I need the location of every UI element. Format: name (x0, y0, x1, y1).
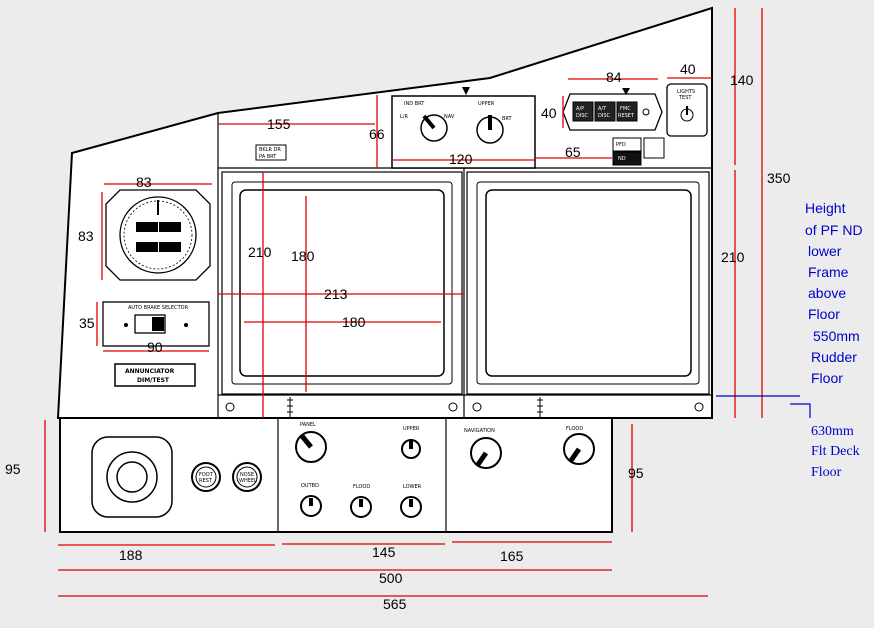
dim-95-right: 95 (628, 465, 644, 481)
lights-test-switch: LIGHTS TEST (666, 83, 708, 137)
dim-120: 120 (449, 151, 473, 167)
foot-rest-button[interactable]: FOOT REST (191, 462, 221, 492)
svg-text:630mm: 630mm (811, 424, 854, 439)
svg-text:Floor: Floor (811, 465, 842, 480)
dim-35: 35 (79, 315, 95, 331)
dim-350: 350 (767, 170, 791, 186)
svg-text:NAVIGATION: NAVIGATION (464, 428, 495, 434)
dim-188: 188 (119, 547, 143, 563)
svg-text:IND BRT: IND BRT (404, 101, 425, 107)
right-display (466, 171, 710, 395)
svg-text:TEST: TEST (678, 95, 692, 101)
dim-40-top: 40 (680, 61, 696, 77)
svg-text:L/R: L/R (400, 114, 408, 120)
svg-text:Flt Deck: Flt Deck (811, 444, 860, 459)
svg-text:AUTO BRAKE SELECTOR: AUTO BRAKE SELECTOR (128, 305, 189, 311)
svg-text:above: above (808, 285, 846, 301)
navigation-knob[interactable]: NAVIGATION (464, 428, 502, 469)
dim-83-w: 83 (136, 174, 152, 190)
svg-text:DISC: DISC (576, 113, 588, 119)
autopilot-button-strip: A/P DISC A/T DISC FMC RESET (562, 88, 663, 131)
svg-text:DIM/TEST: DIM/TEST (137, 377, 170, 384)
svg-text:NOSE: NOSE (240, 472, 254, 478)
dim-165: 165 (500, 548, 524, 564)
svg-text:ANNUNCIATOR: ANNUNCIATOR (125, 368, 175, 375)
rudder-floor-note: 550mm Rudder Floor (811, 328, 860, 386)
ap-disc-button[interactable]: A/P DISC (572, 101, 594, 122)
svg-text:LOWER: LOWER (403, 484, 422, 490)
svg-text:RESET: RESET (618, 113, 635, 119)
dim-140: 140 (730, 72, 754, 88)
lighting-knob-panel: IND BRT UPPER L/R NAV BRT (391, 87, 536, 169)
nose-wheel-button[interactable]: NOSE WHEEL (232, 462, 262, 492)
upper-lighting-knob[interactable]: UPPER (401, 426, 421, 459)
svg-text:REST: REST (199, 478, 213, 484)
panel-lighting-knob[interactable]: PANEL (295, 422, 327, 463)
svg-text:PANEL: PANEL (300, 422, 316, 428)
svg-text:UPPER: UPPER (403, 426, 420, 432)
dim-180-h: 180 (342, 314, 366, 330)
dim-66: 66 (369, 126, 385, 142)
standby-clock-instrument (105, 189, 211, 281)
left-display (221, 171, 463, 395)
dim-84: 84 (606, 69, 622, 85)
pfd-nd-switches: PFD ND (612, 137, 665, 166)
at-disc-button[interactable]: A/T DISC (594, 101, 616, 122)
svg-text:A/T: A/T (598, 106, 607, 112)
svg-text:of PF ND: of PF ND (805, 222, 863, 238)
svg-text:ND: ND (618, 156, 626, 162)
svg-text:Height: Height (805, 200, 846, 216)
dim-145: 145 (372, 544, 396, 560)
dim-83-h: 83 (78, 228, 94, 244)
flood-right-knob[interactable]: FLOOD (563, 426, 595, 465)
dim-565: 565 (383, 596, 407, 612)
svg-text:DISC: DISC (598, 113, 610, 119)
auto-brake-selector: AUTO BRAKE SELECTOR (102, 301, 210, 347)
svg-text:PA BRT: PA BRT (259, 154, 277, 160)
svg-text:OUTBD: OUTBD (301, 483, 319, 489)
svg-text:FLOOD: FLOOD (353, 484, 370, 490)
flight-deck-floor-note: 630mm Flt Deck Floor (811, 424, 860, 480)
dim-95-left: 95 (5, 461, 21, 477)
lower-lighting-knob[interactable]: LOWER (400, 484, 422, 518)
dim-180-v: 180 (291, 248, 315, 264)
svg-text:LIGHTS: LIGHTS (677, 89, 695, 95)
dim-155: 155 (267, 116, 291, 132)
dim-90: 90 (147, 339, 163, 355)
dim-40-left: 40 (541, 105, 557, 121)
svg-text:WHEEL: WHEEL (239, 478, 257, 484)
svg-text:UPPER: UPPER (478, 101, 495, 107)
svg-text:FMC: FMC (620, 106, 631, 112)
dim-210-right: 210 (721, 249, 745, 265)
svg-text:Floor: Floor (808, 306, 840, 322)
annunciator-dim-test[interactable]: ANNUNCIATOR DIM/TEST (114, 363, 196, 387)
svg-text:BKLR DR: BKLR DR (259, 147, 281, 153)
svg-text:PFD: PFD (616, 142, 626, 148)
svg-text:Frame: Frame (808, 264, 849, 280)
svg-text:A/P: A/P (576, 106, 584, 112)
dim-210-left: 210 (248, 244, 272, 260)
svg-text:Floor: Floor (811, 370, 843, 386)
flood-knob[interactable]: FLOOD (350, 484, 372, 518)
svg-text:FOOT: FOOT (199, 472, 214, 478)
dim-500: 500 (379, 570, 403, 586)
svg-text:NAV: NAV (444, 114, 455, 120)
fmc-reset-button[interactable]: FMC RESET (616, 101, 638, 122)
height-note: Height of PF ND lower Frame above Floor (805, 200, 863, 322)
svg-text:Rudder: Rudder (811, 349, 857, 365)
svg-text:BRT: BRT (502, 116, 513, 122)
outboard-knob[interactable]: OUTBD (300, 483, 322, 517)
svg-text:FLOOD: FLOOD (566, 426, 583, 432)
rudder-pedal-pad (91, 436, 173, 518)
bklr-box: BKLR DR PA BRT (255, 144, 287, 161)
dim-213: 213 (324, 286, 348, 302)
svg-text:550mm: 550mm (813, 328, 860, 344)
svg-text:lower: lower (808, 243, 842, 259)
dim-65: 65 (565, 144, 581, 160)
